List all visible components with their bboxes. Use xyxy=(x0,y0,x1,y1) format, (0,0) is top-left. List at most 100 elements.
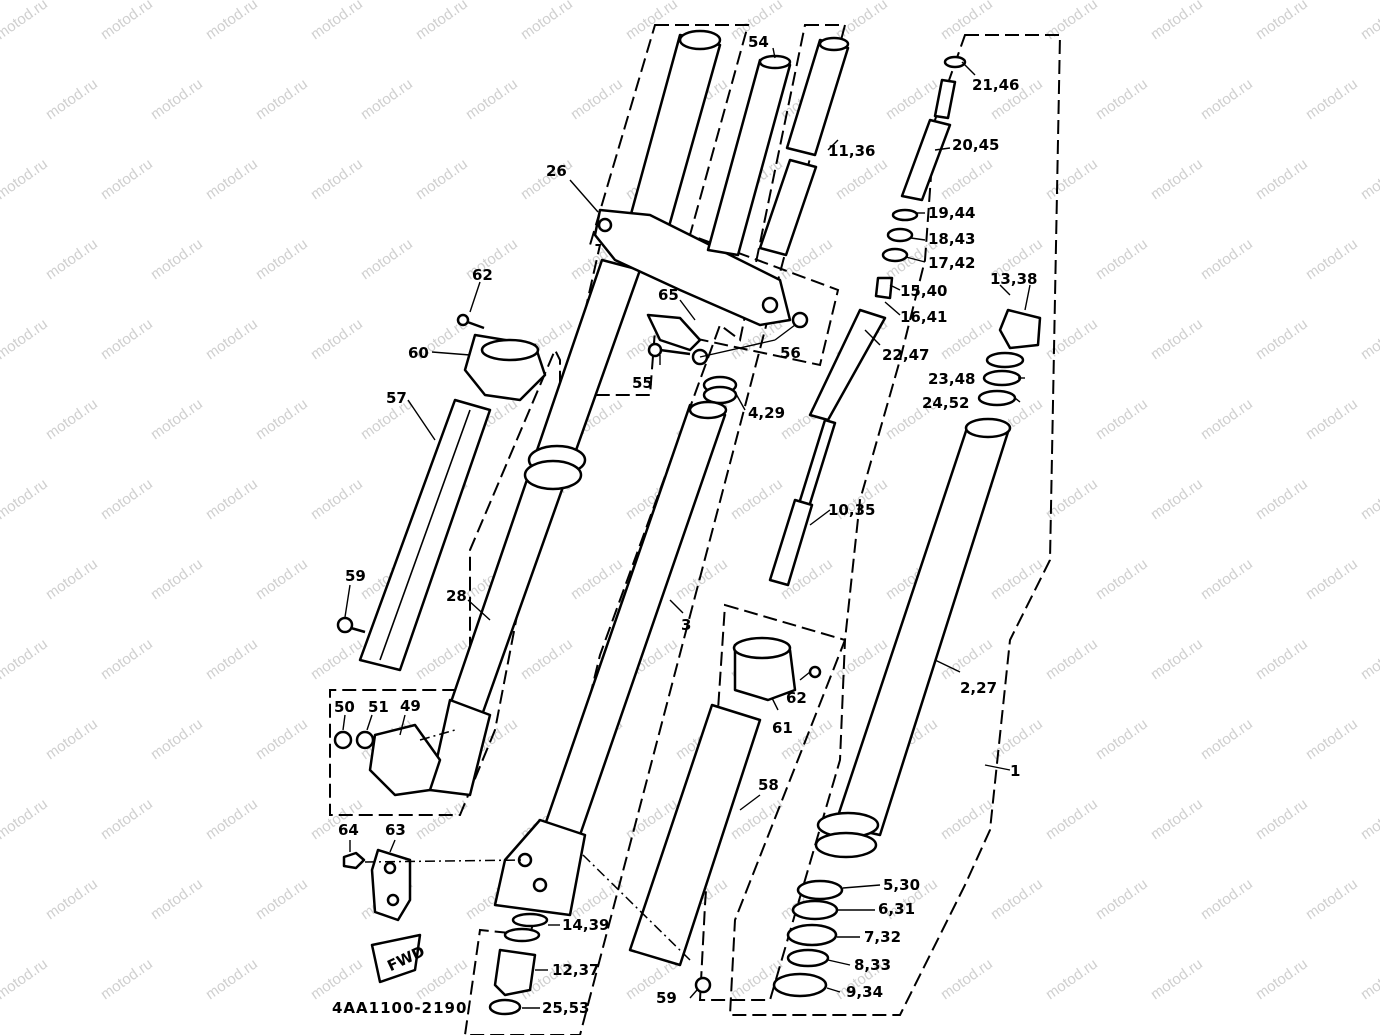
outer-tube-top-cap xyxy=(678,29,722,51)
part-labels: 54 11,36 21,46 20,45 26 19,44 18,43 17,4… xyxy=(334,33,1037,1017)
lower-seal-parts xyxy=(488,912,549,1016)
cable-guide-65 xyxy=(646,313,702,352)
watermark-text: motod.ru xyxy=(568,75,626,123)
leader-4-29 xyxy=(734,391,746,411)
leader-20-45 xyxy=(934,147,951,151)
bolt-64-axis xyxy=(364,859,526,863)
fork-spring-tube xyxy=(758,36,850,257)
right-fork-tube-top xyxy=(964,417,1012,439)
watermark-text: motod.ru xyxy=(938,0,996,43)
watermark-text: motod.ru xyxy=(0,475,51,523)
watermark-text: motod.ru xyxy=(253,875,311,923)
ring-17-42 xyxy=(881,247,909,263)
watermark-text: motod.ru xyxy=(203,475,261,523)
bolt-59b-head xyxy=(694,976,712,994)
guard-clamp-61-ring xyxy=(732,636,792,660)
watermark-text: motod.ru xyxy=(98,0,156,43)
label-16-41: 16,41 xyxy=(900,308,947,326)
label-59-lower: 59 xyxy=(656,989,677,1007)
cap-bolt-13-38 xyxy=(998,308,1042,350)
watermark-text: motod.ru xyxy=(1253,315,1311,363)
leader-13-38a xyxy=(999,284,1011,296)
inner-tube xyxy=(493,400,728,917)
watermark-text: motod.ru xyxy=(148,555,206,603)
leader-60 xyxy=(431,351,471,356)
watermark-text: motod.ru xyxy=(1148,795,1206,843)
label-2-27: 2,27 xyxy=(960,679,997,697)
outer-tube-upper xyxy=(626,33,722,232)
label-20-45: 20,45 xyxy=(952,136,999,154)
nut-21-46 xyxy=(943,55,967,69)
watermark-text: motod.ru xyxy=(1043,635,1101,683)
leader-11-36 xyxy=(827,139,839,151)
nut-50 xyxy=(333,730,353,750)
damper-assembly xyxy=(768,55,967,587)
leader-28 xyxy=(467,599,491,621)
watermark-text: motod.ru xyxy=(1253,955,1311,1003)
right-fork-tube xyxy=(814,417,1012,859)
rebound-spring-20-45 xyxy=(900,118,952,202)
leader-lines xyxy=(342,47,1031,1009)
label-61: 61 xyxy=(772,719,793,737)
watermark-text: motod.ru xyxy=(308,955,366,1003)
label-24-52: 24,52 xyxy=(922,394,969,412)
watermark-text: motod.ru xyxy=(98,155,156,203)
watermark-text: motod.ru xyxy=(98,475,156,523)
leader-63 xyxy=(389,839,396,853)
brake-hose-bracket: FWD xyxy=(342,848,428,984)
watermark-text: motod.ru xyxy=(833,155,891,203)
fork-guard-58 xyxy=(628,703,762,967)
guard-58-axis xyxy=(582,854,691,961)
leader-51 xyxy=(366,714,373,731)
o-ring-13-38 xyxy=(985,351,1025,369)
ring-14-39 xyxy=(511,912,549,928)
watermark-text: motod.ru xyxy=(43,75,101,123)
watermark-text: motod.ru xyxy=(1198,395,1256,443)
watermark-text: motod.ru xyxy=(938,155,996,203)
watermark-text: motod.ru xyxy=(413,795,471,843)
right-fork-tube-body xyxy=(833,423,1010,837)
watermark-text: motod.ru xyxy=(1303,75,1361,123)
watermark-text: motod.ru xyxy=(43,555,101,603)
nut-56 xyxy=(791,311,809,329)
axle-bracket-parts xyxy=(333,723,442,797)
watermark-text: motod.ru xyxy=(308,0,366,43)
watermark-text: motod.ru xyxy=(1253,795,1311,843)
watermark-text: motod.ru xyxy=(988,715,1046,763)
watermark-text: motod.ru xyxy=(0,155,51,203)
watermark-text: motod.ru xyxy=(568,555,626,603)
watermark-text: motod.ru xyxy=(148,875,206,923)
watermark-text: motod.ru xyxy=(1148,955,1206,1003)
label-11-36: 11,36 xyxy=(828,142,875,160)
watermark-text: motod.ru xyxy=(1198,555,1256,603)
oil-seal-8-33 xyxy=(786,948,830,968)
label-17-42: 17,42 xyxy=(928,254,975,272)
ring-14-39-b xyxy=(503,927,541,943)
clamp-bolt-hole-2 xyxy=(761,296,779,314)
damper-rod xyxy=(796,418,837,512)
watermark-text: motod.ru xyxy=(43,395,101,443)
watermark-text: motod.ru xyxy=(1198,875,1256,923)
watermark-text: motod.ru xyxy=(1043,155,1101,203)
leader-5-30 xyxy=(842,884,881,889)
watermark-text: motod.ru xyxy=(148,715,206,763)
watermark-text: motod.ru xyxy=(1358,315,1380,363)
bolt-55-shaft xyxy=(659,348,691,356)
watermark-text: motod.ru xyxy=(1093,75,1151,123)
watermark-text: motod.ru xyxy=(148,75,206,123)
label-62-upper: 62 xyxy=(472,266,493,284)
watermark-text: motod.ru xyxy=(1303,395,1361,443)
fork-guard-edge xyxy=(379,409,471,661)
leader-56 xyxy=(774,324,796,341)
watermark-text: motod.ru xyxy=(98,955,156,1003)
watermark-text: motod.ru xyxy=(413,955,471,1003)
watermark-text: motod.ru xyxy=(1358,155,1380,203)
leader-59a xyxy=(344,584,351,618)
leader-61 xyxy=(771,697,779,711)
washer-51 xyxy=(355,730,375,750)
right-fork-tube-seal-2 xyxy=(814,831,878,859)
watermark-text: motod.ru xyxy=(1093,715,1151,763)
watermark-text: motod.ru xyxy=(1358,475,1380,523)
guard-clamp-ring xyxy=(480,338,540,362)
